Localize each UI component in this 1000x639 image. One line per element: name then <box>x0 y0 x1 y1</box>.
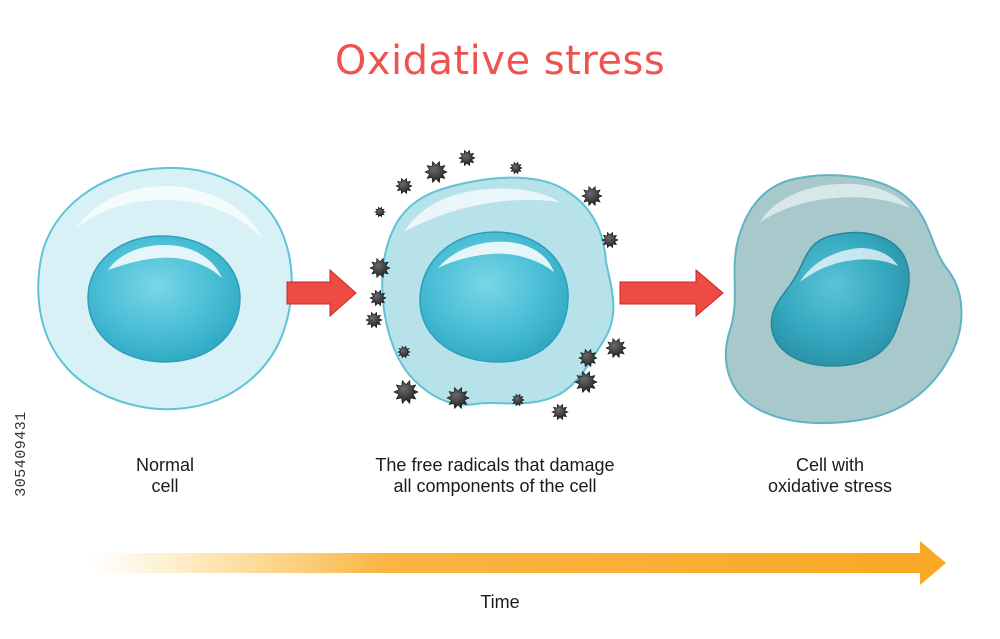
caption-line: cell <box>151 476 179 496</box>
free-radical-icon <box>369 257 391 279</box>
normal-cell-nucleus <box>87 235 241 363</box>
free-radical-icon <box>458 149 476 167</box>
normal-cell-cytoplasm-highlight <box>75 186 262 238</box>
free-radicals-caption: The free radicals that damage all compon… <box>330 455 660 497</box>
process-arrow-icon <box>619 268 724 318</box>
process-arrow-icon <box>286 268 357 318</box>
free-radical-icon <box>393 379 419 405</box>
stressed-cell-nucleus-highlight <box>800 248 898 282</box>
free-radical-icon <box>605 337 627 359</box>
caption-line: The free radicals that damage <box>375 455 615 475</box>
free-radical-icon <box>397 345 411 359</box>
free-radical-icon <box>601 231 619 249</box>
free-radical-icon <box>446 386 470 410</box>
free-radical-icon <box>369 289 387 307</box>
free-radical-icon <box>574 370 598 394</box>
free-radical-icon <box>374 206 386 218</box>
timeline-label: Time <box>480 592 520 612</box>
diagram-title: Oxidative stress <box>334 38 666 84</box>
free-radical-icon <box>509 161 523 175</box>
stressed-cell <box>724 174 963 425</box>
stressed-cell-caption: Cell with oxidative stress <box>730 455 930 497</box>
free-radical-icon <box>365 311 383 329</box>
free-radical-icon <box>395 177 413 195</box>
free-radical-icon <box>551 403 569 421</box>
stressed-cell-nucleus <box>770 231 910 367</box>
free-radicals <box>365 149 627 421</box>
damaged-cell-nucleus <box>419 231 569 363</box>
caption-line: Cell with <box>795 455 865 475</box>
free-radical-icon <box>581 185 603 207</box>
free-radical-icon <box>578 348 598 368</box>
normal-cell <box>37 166 293 411</box>
caption-line: oxidative stress <box>767 476 893 496</box>
timeline-arrow <box>92 541 946 585</box>
normal-cell-nucleus-highlight <box>108 245 222 278</box>
damaged-cell <box>365 149 627 421</box>
stock-id: 305409431 <box>13 411 30 497</box>
free-radical-icon <box>511 393 525 407</box>
free-radical-icon <box>424 160 448 184</box>
caption-line: all components of the cell <box>393 476 597 496</box>
normal-cell-caption: Normal cell <box>95 455 235 497</box>
damaged-cell-highlight <box>404 188 560 232</box>
damaged-cell-nucleus-highlight <box>438 241 554 272</box>
caption-line: Normal <box>135 455 194 475</box>
stressed-cell-highlight <box>760 183 910 222</box>
